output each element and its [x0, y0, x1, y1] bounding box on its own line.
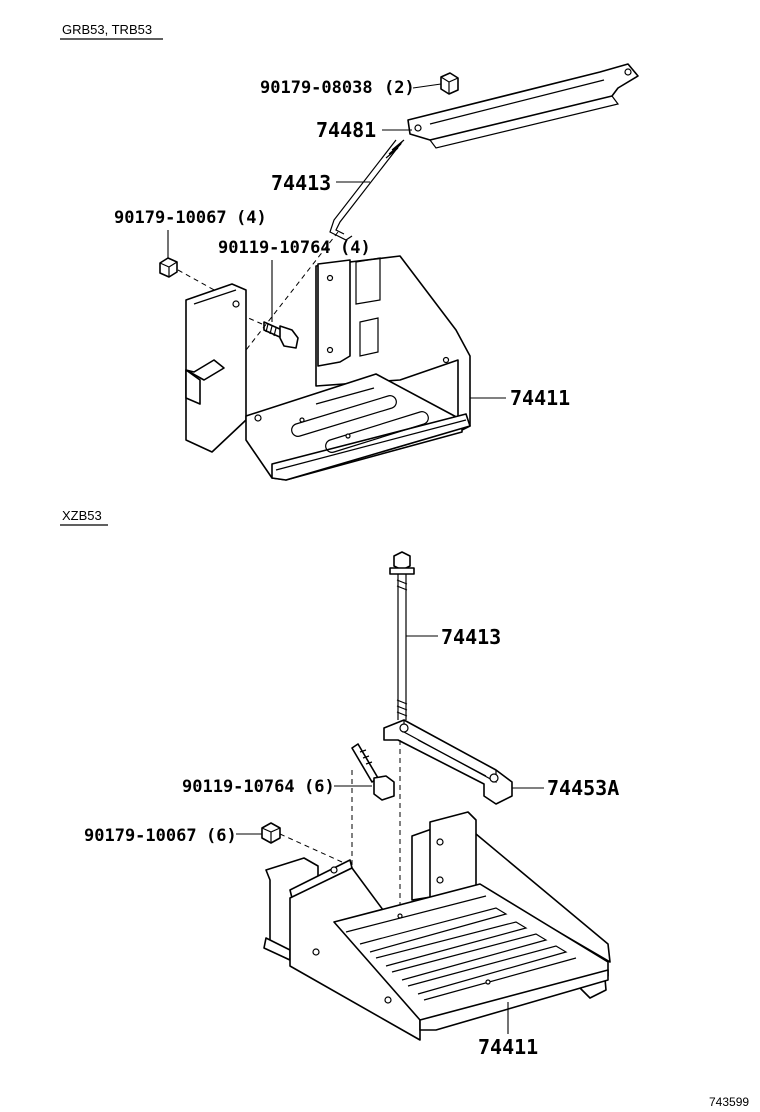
- section-heading-lower: XZB53: [60, 508, 108, 526]
- callout-qty-90179-10067-upper: (4): [236, 208, 267, 228]
- callout-part-74411-upper: 74411: [510, 386, 570, 410]
- callout-qty-90179-08038: (2): [384, 78, 415, 98]
- callout-part-90179-08038: 90179-08038: [260, 78, 373, 98]
- callout-74481: 74481: [316, 118, 412, 142]
- callout-74413-upper: 74413: [271, 171, 370, 195]
- callout-part-90179-10067-upper: 90179-10067: [114, 208, 227, 228]
- callout-90179-08038: 90179-08038 (2): [260, 78, 442, 98]
- long-bolt-74413: [389, 551, 415, 720]
- callout-part-90179-10067-lower: 90179-10067: [84, 826, 197, 846]
- callout-part-74413-upper: 74413: [271, 171, 331, 195]
- callout-90179-10067-upper: 90179-10067 (4): [114, 208, 267, 258]
- nut-90179-08038-icon: [440, 72, 459, 95]
- callout-90119-10764-lower: 90119-10764 (6): [182, 777, 372, 797]
- callout-part-90119-10764-upper: 90119-10764: [218, 238, 331, 258]
- callout-part-74481: 74481: [316, 118, 376, 142]
- callout-part-90119-10764-lower: 90119-10764: [182, 777, 295, 797]
- bolt-90119-10764-lower-icon: [351, 743, 395, 801]
- lower-heading-text: XZB53: [62, 508, 102, 523]
- nut-90179-10067-lower-icon: [261, 822, 281, 844]
- callout-part-74413-lower: 74413: [441, 625, 501, 649]
- nut-90179-10067-upper-icon: [159, 257, 178, 278]
- clamp-bar-74453A: [383, 719, 513, 805]
- callout-74411-lower: 74411: [478, 1002, 538, 1059]
- callout-90179-10067-lower: 90179-10067 (6): [84, 826, 262, 846]
- callout-qty-90119-10764-lower: (6): [304, 777, 335, 797]
- bolt-90119-10764-upper-icon: [263, 321, 299, 349]
- section-heading-upper: GRB53, TRB53: [60, 22, 163, 40]
- callout-part-74453A: 74453A: [547, 776, 619, 800]
- callout-part-74411-lower: 74411: [478, 1035, 538, 1059]
- battery-tray-74411-lower: [263, 811, 611, 1041]
- figure-number: 743599: [709, 1095, 749, 1109]
- callout-qty-90119-10764-upper: (4): [340, 238, 371, 258]
- hold-down-bracket-74481: [407, 63, 639, 149]
- callout-74453A: 74453A: [512, 776, 619, 800]
- callout-74411-upper: 74411: [470, 386, 570, 410]
- battery-tray-74411-upper: [185, 255, 471, 481]
- j-bolt-74413: [329, 139, 405, 241]
- alignment-lines-lower: [279, 740, 401, 910]
- upper-heading-text: GRB53, TRB53: [62, 22, 152, 37]
- callout-74413-lower: 74413: [406, 625, 501, 649]
- callout-qty-90179-10067-lower: (6): [206, 826, 237, 846]
- callout-90119-10764-upper: 90119-10764 (4): [218, 238, 371, 322]
